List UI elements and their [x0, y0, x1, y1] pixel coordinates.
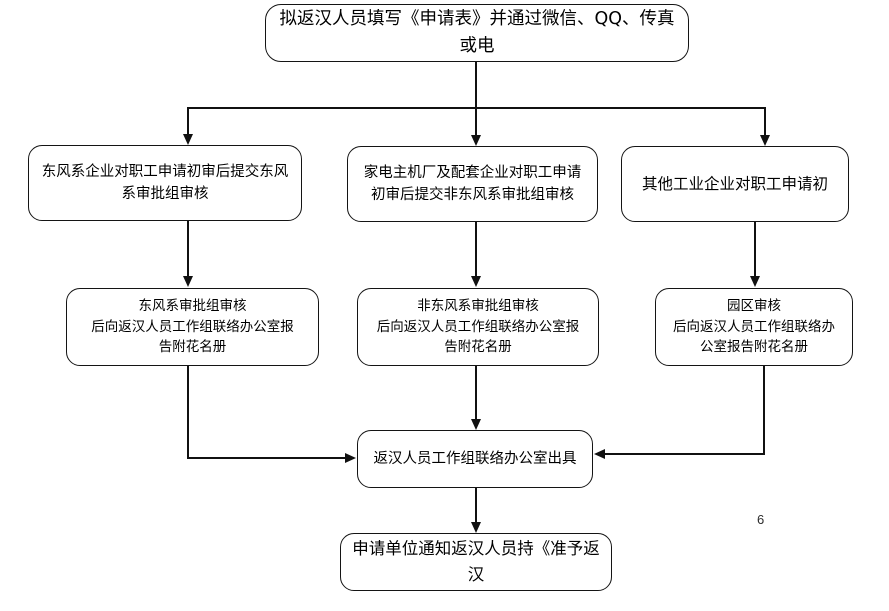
connector-bus-to-row2-mid — [475, 107, 477, 140]
node-dongfeng-approval-group-report[interactable]: 东风系审批组审核 后向返汉人员工作组联络办公室报 告附花名册 — [66, 288, 319, 366]
connector-row2a-to-row3a — [187, 221, 189, 278]
arrowhead-row3a — [182, 276, 193, 287]
node-appliance-oem-supplier-review[interactable]: 家电主机厂及配套企业对职工申请 初审后提交非东风系审批组审核 — [347, 146, 598, 222]
connector-row3c-down — [763, 366, 765, 454]
node-non-dongfeng-approval-group-report[interactable]: 非东风系审批组审核 后向返汉人员工作组联络办公室报 告附花名册 — [357, 288, 599, 366]
connector-bus-to-row2-left — [187, 107, 189, 139]
arrowhead-final — [470, 522, 481, 533]
arrowhead-row3c — [749, 276, 760, 287]
arrowhead-converge-left — [345, 452, 356, 463]
connector-bus-to-row2-right — [764, 107, 766, 140]
node-work-group-office-issue-label: 返汉人员工作组联络办公室出具 — [373, 450, 577, 467]
arrowhead-converge-top — [470, 419, 481, 430]
node-park-approval-report-label: 园区审核 后向返汉人员工作组联络办 公室报告附花名册 — [673, 297, 835, 356]
connector-row2b-to-row3b — [475, 222, 477, 278]
connector-row3b-down — [475, 366, 477, 421]
arrowhead-converge-right — [594, 448, 605, 459]
connector-row3a-down — [187, 366, 189, 458]
node-other-industrial-enterprise-review-label: 其他工业企业对职工申请初 — [641, 174, 828, 193]
node-dongfeng-enterprise-review-label: 东风系企业对职工申请初审后提交东风 系审批组审核 — [41, 163, 289, 202]
connector-top-to-bus — [475, 62, 477, 108]
node-apply-form-label: 拟返汉人员填写《申请表》并通过微信、QQ、传真或电 — [279, 8, 675, 56]
connector-row2c-to-row3c — [754, 222, 756, 278]
node-notify-applicant-unit[interactable]: 申请单位通知返汉人员持《准予返汉 — [340, 533, 612, 591]
node-apply-form[interactable]: 拟返汉人员填写《申请表》并通过微信、QQ、传真或电 — [265, 4, 689, 62]
arrowhead-row2-left — [182, 134, 193, 145]
node-notify-applicant-unit-label: 申请单位通知返汉人员持《准予返汉 — [352, 539, 600, 584]
page-number: 6 — [757, 512, 765, 527]
node-appliance-oem-supplier-review-label: 家电主机厂及配套企业对职工申请 初审后提交非东风系审批组审核 — [363, 164, 582, 203]
node-other-industrial-enterprise-review[interactable]: 其他工业企业对职工申请初 — [621, 146, 849, 222]
node-dongfeng-enterprise-review[interactable]: 东风系企业对职工申请初审后提交东风 系审批组审核 — [28, 145, 302, 221]
connector-row3c-left — [605, 453, 765, 455]
node-non-dongfeng-approval-group-report-label: 非东风系审批组审核 后向返汉人员工作组联络办公室报 告附花名册 — [376, 297, 580, 356]
arrowhead-row3b — [470, 276, 481, 287]
node-park-approval-report[interactable]: 园区审核 后向返汉人员工作组联络办 公室报告附花名册 — [655, 288, 853, 366]
connector-converge-to-final — [475, 488, 477, 526]
node-work-group-office-issue[interactable]: 返汉人员工作组联络办公室出具 — [357, 430, 593, 488]
node-dongfeng-approval-group-report-label: 东风系审批组审核 后向返汉人员工作组联络办公室报 告附花名册 — [91, 297, 294, 356]
connector-row3a-right — [187, 457, 345, 459]
arrowhead-row2-right — [759, 135, 770, 146]
arrowhead-row2-mid — [470, 135, 481, 146]
